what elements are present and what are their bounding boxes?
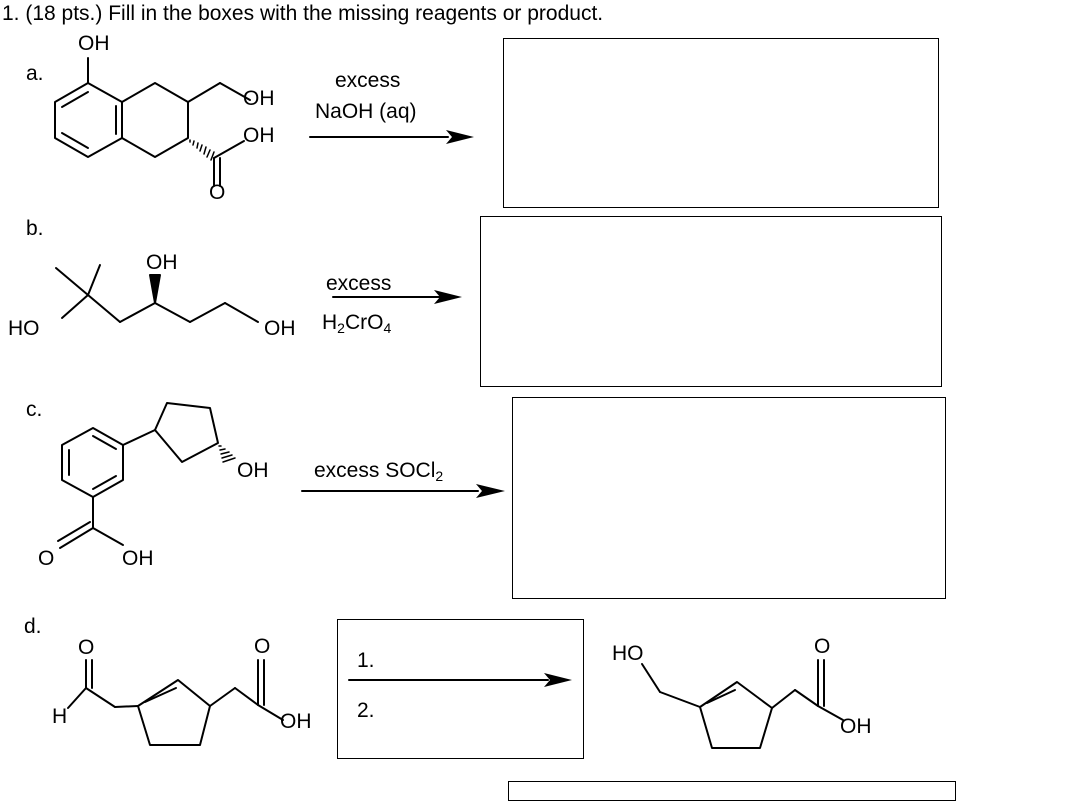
part-d-product-oh: OH [840, 715, 872, 738]
part-a-reagent-line2: NaOH (aq) [315, 100, 417, 123]
part-b-reagent-line1: excess [326, 272, 392, 295]
part-d-reagent-box[interactable] [337, 619, 584, 759]
part-b-reagent-line2: H2CrO4 [322, 311, 392, 336]
part-d-product-ho: HO [612, 642, 644, 665]
part-c-answer-box[interactable] [512, 397, 946, 599]
question-title: 1. (18 pts.) Fill in the boxes with the … [2, 2, 604, 25]
part-d-label: d. [24, 615, 42, 638]
part-a-label: a. [26, 62, 44, 85]
part-a-answer-box[interactable] [503, 38, 939, 208]
part-b-oh-right: OH [264, 317, 296, 340]
part-b-starting-material [55, 264, 259, 323]
part-c-starting-material [57, 402, 219, 549]
part-c-acid-oh: OH [122, 547, 154, 570]
part-a-carbonyl-o: O [209, 181, 226, 204]
part-a-starting-material [54, 57, 251, 187]
part-d-step2: 2. [357, 699, 375, 722]
part-d-product-o: O [814, 635, 831, 658]
part-d-acid-o: O [254, 635, 271, 658]
part-a-alcohol-oh: OH [243, 87, 275, 110]
part-b-oh-top: OH [146, 251, 178, 274]
part-b-answer-box[interactable] [480, 216, 942, 387]
part-d-product [641, 659, 844, 749]
part-d-starting-material [67, 659, 284, 746]
part-b-label: b. [26, 217, 44, 240]
part-d-aldehyde-o: O [78, 636, 95, 659]
part-a-reagent-line1: excess [335, 69, 401, 92]
part-d-step1: 1. [357, 649, 375, 672]
part-a-hashed-bond [189, 139, 215, 161]
part-d-aldehyde-h: H [52, 705, 68, 728]
reaction-arrowheads [434, 130, 572, 687]
next-answer-box[interactable] [508, 781, 956, 801]
part-c-reagent: excess SOCl2 [314, 459, 444, 484]
part-c-carbonyl-o: O [38, 547, 55, 570]
part-c-hashed-bond [218, 445, 236, 463]
part-b-wedge-bond [149, 274, 161, 304]
part-b-ho-left: HO [8, 317, 40, 340]
part-d-acid-oh: OH [280, 710, 312, 733]
part-a-acid-oh: OH [243, 124, 275, 147]
part-c-label: c. [26, 398, 43, 421]
part-c-ring-oh: OH [237, 459, 269, 482]
part-a-phenol-oh: OH [78, 32, 110, 55]
